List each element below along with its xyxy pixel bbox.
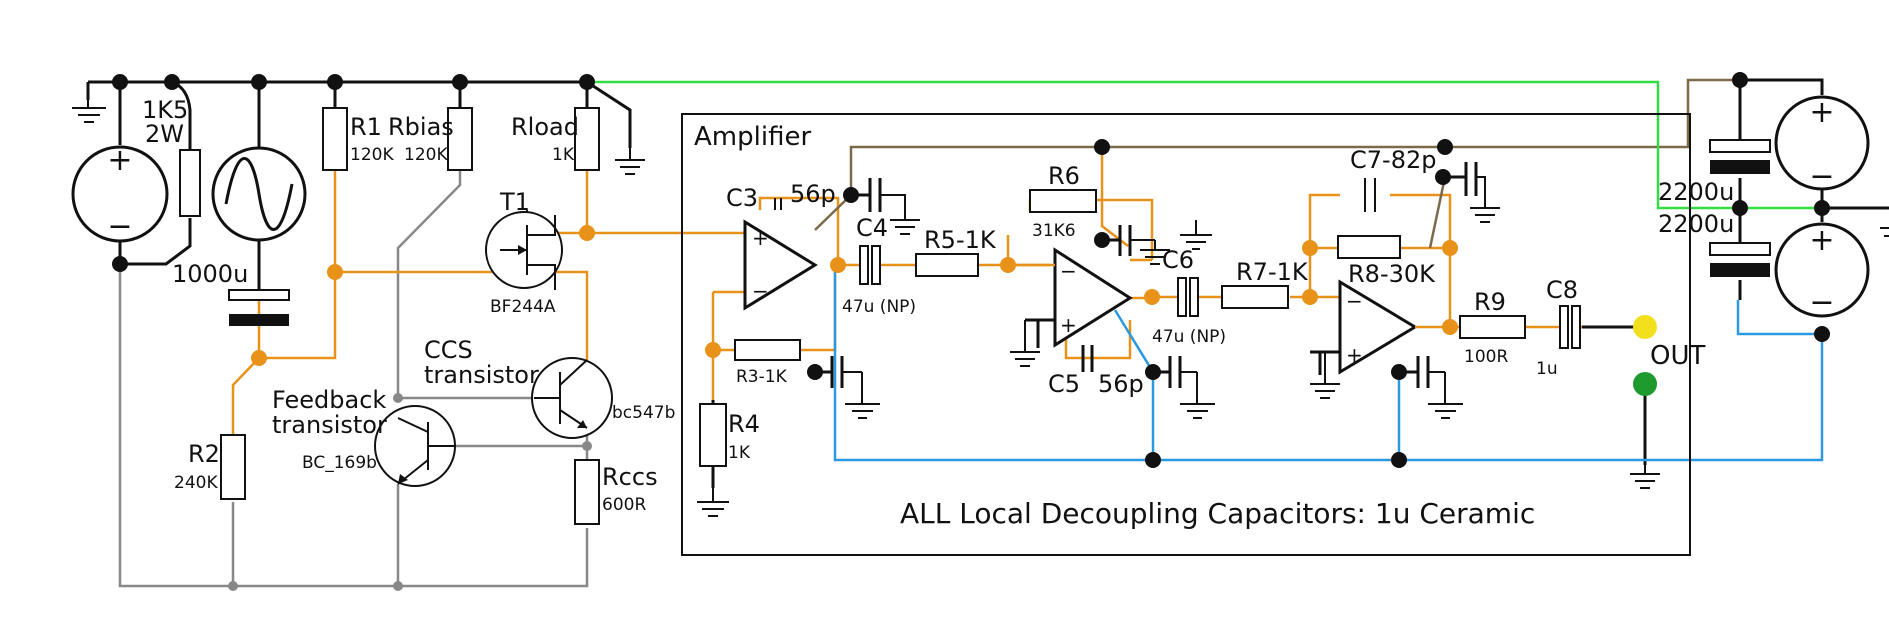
rccs-label: Rccs	[602, 463, 658, 491]
t1-part: BF244A	[490, 297, 556, 317]
ccs-part: bc547b	[612, 403, 675, 423]
r6-label: R6	[1048, 162, 1080, 190]
svg-text:+: +	[1060, 313, 1077, 337]
r6-value: 31K6	[1032, 221, 1076, 241]
r1-value: 120K	[350, 145, 394, 165]
r2-label: R2	[188, 440, 220, 468]
capacitor-1000u	[228, 289, 290, 326]
capacitor-2200u-bottom	[1709, 242, 1771, 277]
resistor-r3	[734, 339, 801, 361]
svg-text:+: +	[1809, 95, 1834, 130]
resistor-1k5-power: 2W	[145, 120, 184, 148]
capacitor-c4	[859, 245, 881, 285]
resistor-rload	[574, 107, 600, 171]
amplifier-box	[681, 113, 1691, 556]
resistor-r9	[1459, 315, 1526, 339]
c3-label: C3	[726, 184, 758, 212]
output-label: OUT	[1650, 341, 1705, 371]
svg-text:+: +	[752, 226, 769, 250]
capacitor-c6	[1177, 277, 1199, 317]
rbias-label: Rbias	[388, 113, 454, 141]
dc-source-right-bottom: + −	[1774, 222, 1870, 320]
cap-top-label: 2200u	[1658, 178, 1734, 206]
svg-text:−: −	[107, 209, 132, 244]
feedback-label-2: transistor	[272, 411, 387, 439]
rload-value: 1K	[552, 145, 575, 165]
c7-label: C7-82p	[1350, 146, 1436, 174]
resistor-r7	[1221, 285, 1289, 309]
r4-value: 1K	[728, 443, 751, 463]
opamp-3: − +	[1338, 279, 1418, 375]
c6-label: C6	[1162, 246, 1194, 274]
wires	[86, 78, 1889, 588]
jfet-t1	[485, 211, 563, 290]
resistor-r1	[322, 107, 348, 171]
capacitor-1000u-label: 1000u	[172, 260, 248, 288]
feedback-transistor	[374, 405, 456, 487]
ground-symbols	[72, 100, 1889, 517]
resistor-rccs	[574, 459, 600, 525]
ccs-transistor	[531, 357, 613, 439]
c4-value: 47u (NP)	[842, 297, 916, 317]
c3-value: 56p	[790, 180, 836, 208]
output-dot-green	[1633, 372, 1657, 396]
r5-label: R5-1K	[924, 226, 997, 254]
capacitor-c7	[1364, 178, 1376, 212]
ccs-label-1: CCS	[424, 336, 473, 364]
dc-source-right-top: + −	[1774, 95, 1870, 194]
svg-text:−: −	[1346, 289, 1363, 313]
resistor-rbias	[447, 107, 473, 171]
decoupling-note: ALL Local Decoupling Capacitors: 1u Cera…	[900, 497, 1535, 530]
decoupling-ground-links	[842, 176, 1486, 373]
svg-text:+: +	[107, 143, 132, 178]
svg-text:+: +	[1809, 223, 1834, 258]
resistor-r4	[699, 403, 727, 467]
junction-dots	[112, 72, 1830, 591]
r9-label: R9	[1474, 288, 1506, 316]
resistor-r5	[915, 253, 979, 277]
opamp-1: + −	[743, 219, 818, 311]
resistor-r6	[1029, 189, 1097, 213]
c4-label: C4	[856, 214, 888, 242]
feedback-part: BC_169b	[302, 453, 377, 473]
r4-label: R4	[728, 410, 760, 438]
resistor-r2	[220, 434, 246, 500]
r3-label: R3-1K	[736, 367, 788, 387]
amplifier-title: Amplifier	[694, 122, 811, 152]
dc-source-left: + −	[71, 143, 169, 244]
resistor-1k5	[179, 149, 201, 217]
cap-bottom-label: 2200u	[1658, 210, 1734, 238]
c5-label: C5	[1048, 370, 1080, 398]
svg-text:−: −	[1809, 159, 1834, 194]
capacitor-c3	[774, 198, 782, 210]
c5-value: 56p	[1098, 370, 1144, 398]
svg-text:−: −	[1809, 285, 1834, 320]
ac-source	[211, 146, 307, 242]
output-dot-yellow	[1633, 315, 1657, 339]
rload-label: Rload	[511, 113, 579, 141]
svg-text:+: +	[1346, 343, 1363, 367]
resistor-r8	[1337, 235, 1401, 259]
rbias-value: 120K	[404, 145, 448, 165]
t1-label: T1	[499, 188, 530, 216]
opamp-2: − +	[1053, 247, 1133, 348]
resistor-1k5-label: 1K5	[142, 96, 188, 124]
c6-value: 47u (NP)	[1152, 327, 1226, 347]
r7-label: R7-1K	[1236, 258, 1309, 286]
r1-label: R1	[350, 113, 382, 141]
c8-label: C8	[1546, 276, 1578, 304]
rccs-value: 600R	[602, 495, 646, 515]
feedback-label-1: Feedback	[272, 386, 386, 414]
capacitor-c5	[1081, 345, 1094, 372]
c8-value: 1u	[1536, 359, 1558, 379]
r9-value: 100R	[1464, 347, 1508, 367]
svg-text:−: −	[752, 279, 769, 303]
svg-text:−: −	[1060, 259, 1077, 283]
ccs-label-2: transistor	[424, 361, 539, 389]
capacitor-c8	[1559, 305, 1581, 349]
capacitor-2200u-top	[1709, 139, 1771, 174]
r8-label: R8-30K	[1348, 260, 1436, 288]
r2-value: 240K	[174, 473, 218, 493]
